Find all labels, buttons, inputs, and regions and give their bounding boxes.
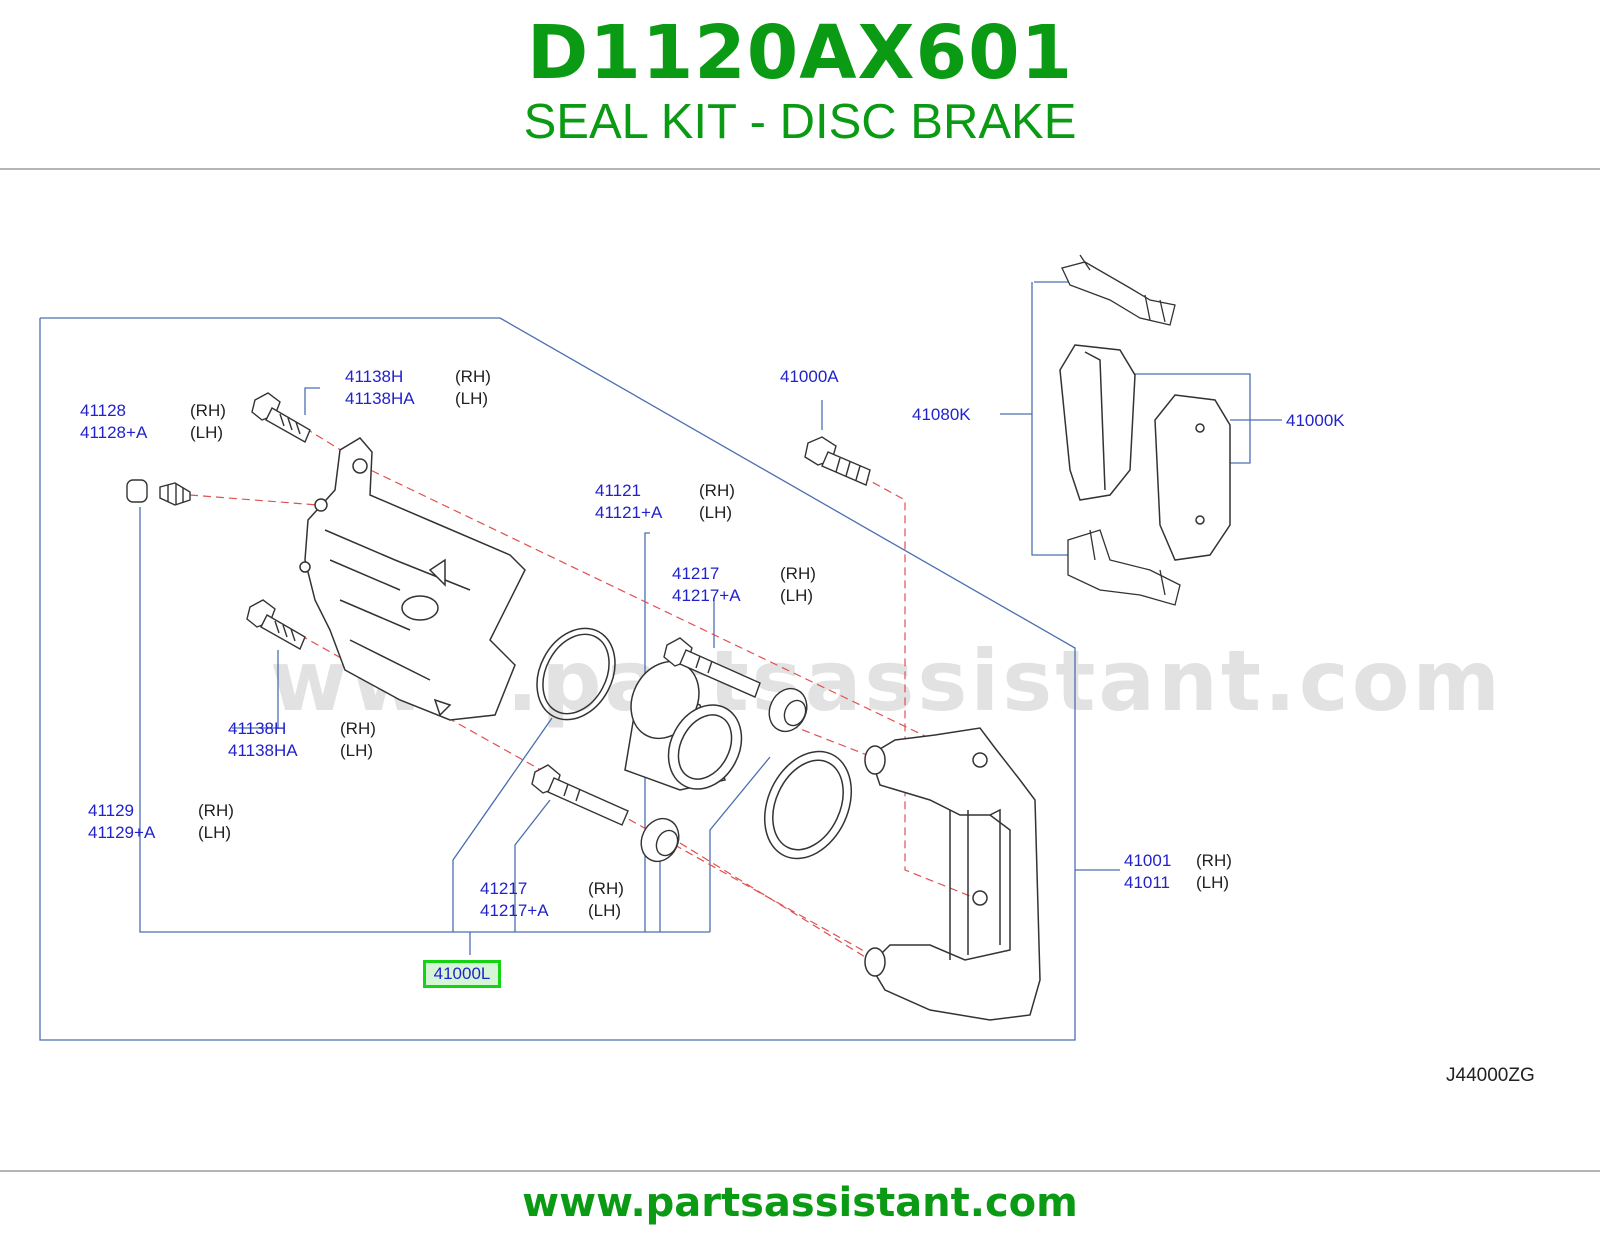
caliper-body — [299, 437, 526, 721]
highlighted-part-41000l[interactable]: 41000L — [423, 960, 501, 988]
callout-side: (RH) — [699, 481, 735, 500]
pad-clip-top — [1061, 254, 1176, 326]
part-title: SEAL KIT - DISC BRAKE — [523, 95, 1077, 149]
callout-41080k: 41080K — [912, 404, 971, 426]
callout-number[interactable]: 41217 — [480, 879, 528, 898]
part-number: D1120AX601 — [526, 10, 1074, 96]
callout-number[interactable]: 41001 — [1124, 851, 1172, 870]
callout-number[interactable]: 41138HA — [228, 741, 298, 760]
piston-boot — [763, 750, 853, 860]
callout-side: (LH) — [780, 586, 814, 605]
callout-number[interactable]: 41217+A — [672, 586, 741, 605]
callout-number[interactable]: 41000K — [1286, 411, 1345, 430]
callout-41000a: 41000A — [780, 366, 839, 388]
callout-41128: 41128 (RH) 41128+A (LH) — [80, 400, 226, 444]
brake-pad-inner — [1059, 344, 1136, 501]
header: D1120AX601 SEAL KIT - DISC BRAKE — [0, 0, 1600, 170]
callout-number[interactable]: 41011 — [1124, 873, 1171, 892]
callout-side: (LH) — [190, 423, 224, 442]
callout-side: (LH) — [455, 389, 489, 408]
callout-number[interactable]: 41121 — [595, 481, 642, 500]
leader-lines — [139, 281, 1282, 955]
footer-website[interactable]: www.partsassistant.com — [522, 1180, 1078, 1226]
callout-side: (LH) — [198, 823, 232, 842]
caliper-bolt-top — [251, 392, 311, 443]
mounting-bolt-41000a — [804, 436, 871, 486]
brake-pad-outer — [1154, 394, 1231, 561]
callout-side: (RH) — [1196, 851, 1232, 870]
piston — [624, 660, 743, 791]
piston-seal — [536, 627, 616, 721]
assembly-frame — [39, 317, 1076, 1041]
callout-number[interactable]: 41129 — [88, 801, 135, 820]
callout-side: (LH) — [588, 901, 622, 920]
callout-side: (RH) — [588, 879, 624, 898]
header-divider — [0, 168, 1600, 170]
callout-number[interactable]: 41217 — [672, 564, 720, 583]
callout-41121: 41121 (RH) 41121+A (LH) — [595, 480, 735, 524]
callout-number[interactable]: 41138H — [228, 719, 287, 738]
pad-clip-bottom — [1067, 529, 1181, 606]
callout-side: (RH) — [455, 367, 491, 386]
callout-number[interactable]: 41138H — [345, 367, 404, 386]
guide-pin-bottom — [531, 764, 629, 826]
callout-number[interactable]: 41000A — [780, 367, 839, 386]
callout-41217-bottom: 41217 (RH) 41217+A (LH) — [480, 878, 624, 922]
alignment-dashes — [189, 427, 981, 961]
callout-side: (RH) — [340, 719, 376, 738]
callout-number[interactable]: 41138HA — [345, 389, 415, 408]
callout-number[interactable]: 41129+A — [88, 823, 156, 842]
guide-pin-top — [663, 637, 761, 698]
callout-number[interactable]: 41128 — [80, 401, 127, 420]
caliper-bracket — [864, 727, 1041, 1021]
diagram-code: J44000ZG — [1446, 1065, 1535, 1086]
callout-side: (LH) — [1196, 873, 1230, 892]
footer-divider — [0, 1170, 1600, 1172]
callout-41138h-bottom: 41138H (RH) 41138HA (LH) — [228, 718, 376, 762]
bleeder-cap — [126, 479, 191, 506]
callout-41129: 41129 (RH) 41129+A (LH) — [88, 800, 234, 844]
callout-number[interactable]: 41217+A — [480, 901, 549, 920]
pin-boot-bottom — [640, 817, 680, 863]
callout-number[interactable]: 41080K — [912, 405, 971, 424]
callout-side: (RH) — [198, 801, 234, 820]
callout-number[interactable]: 41128+A — [80, 423, 148, 442]
callout-side: (LH) — [340, 741, 374, 760]
callout-side: (LH) — [699, 503, 733, 522]
callout-41000k: 41000K — [1286, 410, 1345, 432]
caliper-bolt-bottom — [246, 599, 306, 650]
callout-41217-top: 41217 (RH) 41217+A (LH) — [672, 563, 816, 607]
callout-side: (RH) — [190, 401, 226, 420]
callout-number[interactable]: 41121+A — [595, 503, 663, 522]
pin-boot-top — [768, 687, 808, 733]
callout-41138h-top: 41138H (RH) 41138HA (LH) — [345, 366, 491, 410]
callout-41001: 41001 (RH) 41011 (LH) — [1124, 850, 1232, 894]
callout-side: (RH) — [780, 564, 816, 583]
